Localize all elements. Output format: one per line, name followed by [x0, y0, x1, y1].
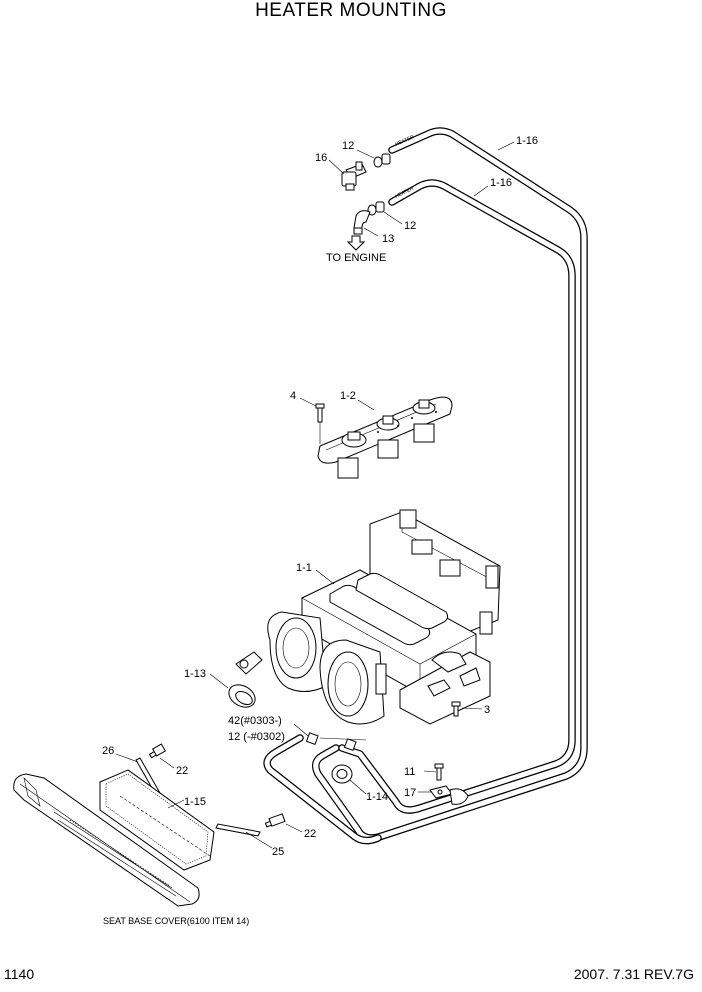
hose-clamps-42-12 — [305, 732, 357, 752]
callout-1-14: 1-14 — [366, 791, 388, 803]
to-engine-arrow — [346, 235, 366, 251]
revision-date: 2007. 7.31 REV.7G — [573, 966, 694, 982]
callout-22-b: 22 — [304, 828, 316, 840]
callout-11: 11 — [404, 766, 415, 778]
callout-26: 26 — [102, 745, 114, 757]
heater-hose-1-16 — [263, 127, 588, 845]
callout-42: 42(#0303-) — [228, 715, 282, 727]
leader-lines — [115, 141, 515, 857]
page-number: 1140 — [4, 966, 35, 982]
callout-1-13: 1-13 — [184, 668, 206, 680]
bolt-11 — [434, 763, 444, 781]
seat-base-cover-label: SEAT BASE COVER(6100 ITEM 14) — [103, 916, 249, 926]
seat-base-cover — [13, 773, 200, 907]
callout-12-top: 12 — [342, 140, 354, 152]
callout-12-mid: 12 — [404, 220, 416, 232]
page-title: HEATER MOUNTING — [255, 0, 447, 21]
control-panel-1-2 — [317, 396, 453, 479]
callout-12-low: 12 (-#0302) — [228, 731, 285, 743]
hose-clamp-12-top — [373, 153, 391, 168]
callout-1-16-a: 1-16 — [516, 135, 538, 147]
callout-1-1: 1-1 — [296, 562, 312, 574]
grommet-1-14 — [331, 764, 353, 784]
screw-22-upper — [148, 743, 167, 759]
screw-22-lower — [264, 813, 286, 828]
callout-22-a: 22 — [176, 765, 188, 777]
elbow-fitting-13 — [353, 210, 371, 235]
to-engine-label: TO ENGINE — [326, 252, 386, 264]
rod-25 — [215, 823, 261, 837]
screw-4 — [315, 403, 325, 444]
filter-1-15 — [99, 769, 215, 871]
bolt-3 — [451, 701, 461, 717]
hose-clip-17 — [429, 785, 469, 805]
duct-gasket-1-13 — [228, 684, 256, 708]
heater-valve-16 — [341, 161, 367, 191]
callout-1-15: 1-15 — [184, 796, 206, 808]
callout-1-2: 1-2 — [340, 390, 356, 402]
hose-clamp-12-mid — [367, 201, 385, 216]
callout-25: 25 — [272, 846, 284, 858]
callout-13: 13 — [382, 233, 394, 245]
callout-16: 16 — [315, 152, 327, 164]
cover-vents — [53, 811, 177, 897]
callout-17: 17 — [404, 787, 416, 799]
callout-1-16-b: 1-16 — [490, 177, 512, 189]
callout-4: 4 — [290, 390, 296, 402]
heater-unit-1-1 — [235, 509, 501, 725]
heater-mounting-diagram: HEATER HEATER — [13, 127, 588, 926]
callout-3: 3 — [484, 704, 490, 716]
